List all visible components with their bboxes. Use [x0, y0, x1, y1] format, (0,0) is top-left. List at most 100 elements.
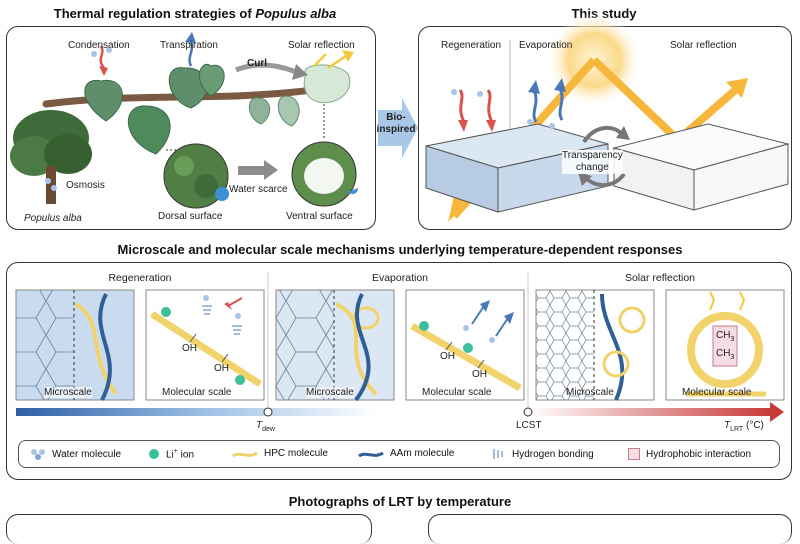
ch3-text: CH [716, 348, 731, 359]
section1-title-species: Populus alba [255, 6, 337, 21]
evaporation-arrow [532, 89, 538, 123]
oh-label: OH [440, 351, 455, 362]
regen-arrow [227, 297, 243, 307]
dorsal-photo-detail [174, 156, 194, 176]
cycle-arrowhead [616, 126, 630, 140]
tree-trunk [46, 166, 56, 204]
block-hot-front [693, 143, 789, 211]
water-drop [348, 188, 358, 195]
oh-label: OH [214, 363, 229, 374]
legend-li-suffix: ion [177, 449, 195, 461]
oh-label: OH [182, 343, 197, 354]
section4-panel-left [6, 514, 372, 544]
evap-arrow [471, 305, 485, 325]
t-lrt-label: TLRT (°C) [724, 420, 764, 433]
legend-li: Li+ ion [148, 448, 194, 460]
cycle-arrow [582, 125, 624, 144]
section2-illustration [425, 12, 790, 222]
legend-aam: AAm molecule [358, 448, 454, 459]
water-dot [463, 325, 469, 331]
sun-ray [739, 291, 746, 311]
temperature-axis-arrowhead [770, 402, 784, 422]
sun-beam-left-head [448, 196, 468, 222]
hpc-coil [602, 350, 630, 378]
leaf-transpiration-2 [199, 63, 225, 97]
regen-arrowhead [224, 302, 232, 310]
regen-micro-hex [16, 290, 74, 400]
leaf-condensation [84, 79, 123, 122]
oh-bond [477, 359, 485, 369]
li-ion [419, 321, 429, 331]
water-molecule-icon [31, 449, 45, 460]
legend-li-text: Li [166, 449, 174, 461]
section3-title: Microscale and molecular scale mechanism… [117, 242, 683, 257]
water-dot [91, 51, 97, 57]
group-title-regeneration: Regeneration [108, 272, 172, 284]
label-evaporation: Evaporation [519, 40, 573, 51]
hpc-coil [618, 306, 646, 334]
molecular-scale-label: Molecular scale [682, 387, 752, 398]
ch3-label: CH3 [716, 330, 734, 343]
ch3-label: CH3 [716, 348, 734, 361]
section1-title-text: Thermal regulation strategies of [53, 6, 256, 21]
legend-li-label: Li+ ion [166, 448, 194, 460]
water-dot [489, 337, 495, 343]
aam-chain [98, 293, 112, 401]
bioinspired-line1: Bio- [386, 112, 406, 123]
water-scarce-arrowhead [264, 160, 278, 180]
water-dot [45, 178, 51, 184]
label-solar-reflection: Solar reflection [288, 40, 355, 51]
section3-panel [6, 262, 792, 480]
section4-panel-right [428, 514, 792, 544]
li-ion [161, 307, 171, 317]
water-dot [451, 89, 457, 95]
legend-hpc-label: HPC molecule [264, 448, 328, 459]
ventral-photo-detail [304, 158, 344, 194]
water-dot [549, 123, 555, 129]
li-ion-icon [149, 449, 159, 460]
t-dew-marker [263, 407, 273, 417]
oh-bond [221, 353, 229, 363]
water-dot [51, 185, 57, 191]
aam-chain [354, 293, 371, 402]
aam-molecule-icon [358, 451, 384, 457]
section1-title: Thermal regulation strategies of Populus… [20, 6, 370, 21]
label-solar-reflection-2: Solar reflection [670, 40, 737, 51]
microscale-label: Microscale [566, 387, 614, 398]
label-transparency-change: Transparency change [562, 150, 623, 174]
bioinspired-line2: inspired [376, 124, 416, 135]
water-dot [527, 119, 533, 125]
regeneration-arrow [486, 89, 494, 123]
label-dorsal-surface: Dorsal surface [158, 211, 223, 222]
leaf-small-2 [277, 95, 300, 127]
oh-label: OH [472, 369, 487, 380]
legend-hydrophobic: Hydrophobic interaction [628, 448, 751, 460]
label-transpiration: Transpiration [160, 40, 218, 51]
legend [18, 440, 780, 468]
evaporation-arrowhead [528, 80, 540, 94]
legend-li-sup: + [173, 448, 178, 455]
bioinspired-arrow [378, 98, 418, 158]
tree-crown [44, 134, 92, 174]
cycle-arrow [584, 172, 626, 187]
legend-aam-label: AAm molecule [390, 448, 455, 459]
sun-ray-arrowhead [342, 50, 354, 62]
temperature-axis [16, 408, 770, 416]
bioinspired-label: Bio- inspired [376, 112, 416, 136]
aam-chain [600, 293, 625, 401]
condensation-arrow [99, 45, 106, 69]
label-change: change [575, 162, 609, 173]
evap-arrowhead [504, 312, 514, 324]
curl-arrowhead [292, 64, 308, 80]
water-dot [203, 295, 209, 301]
label-transparency: Transparency [562, 150, 623, 161]
dorsal-photo-detail [194, 174, 218, 198]
regeneration-arrowhead [486, 120, 496, 132]
sun-ray [313, 53, 327, 67]
lcst-label: LCST [516, 420, 542, 431]
evap-micro-hex [276, 290, 334, 400]
evap-arrow [495, 317, 509, 337]
section3-illustration [15, 272, 785, 422]
t-dew-text: T [256, 420, 263, 431]
hpc-coil [352, 306, 380, 330]
